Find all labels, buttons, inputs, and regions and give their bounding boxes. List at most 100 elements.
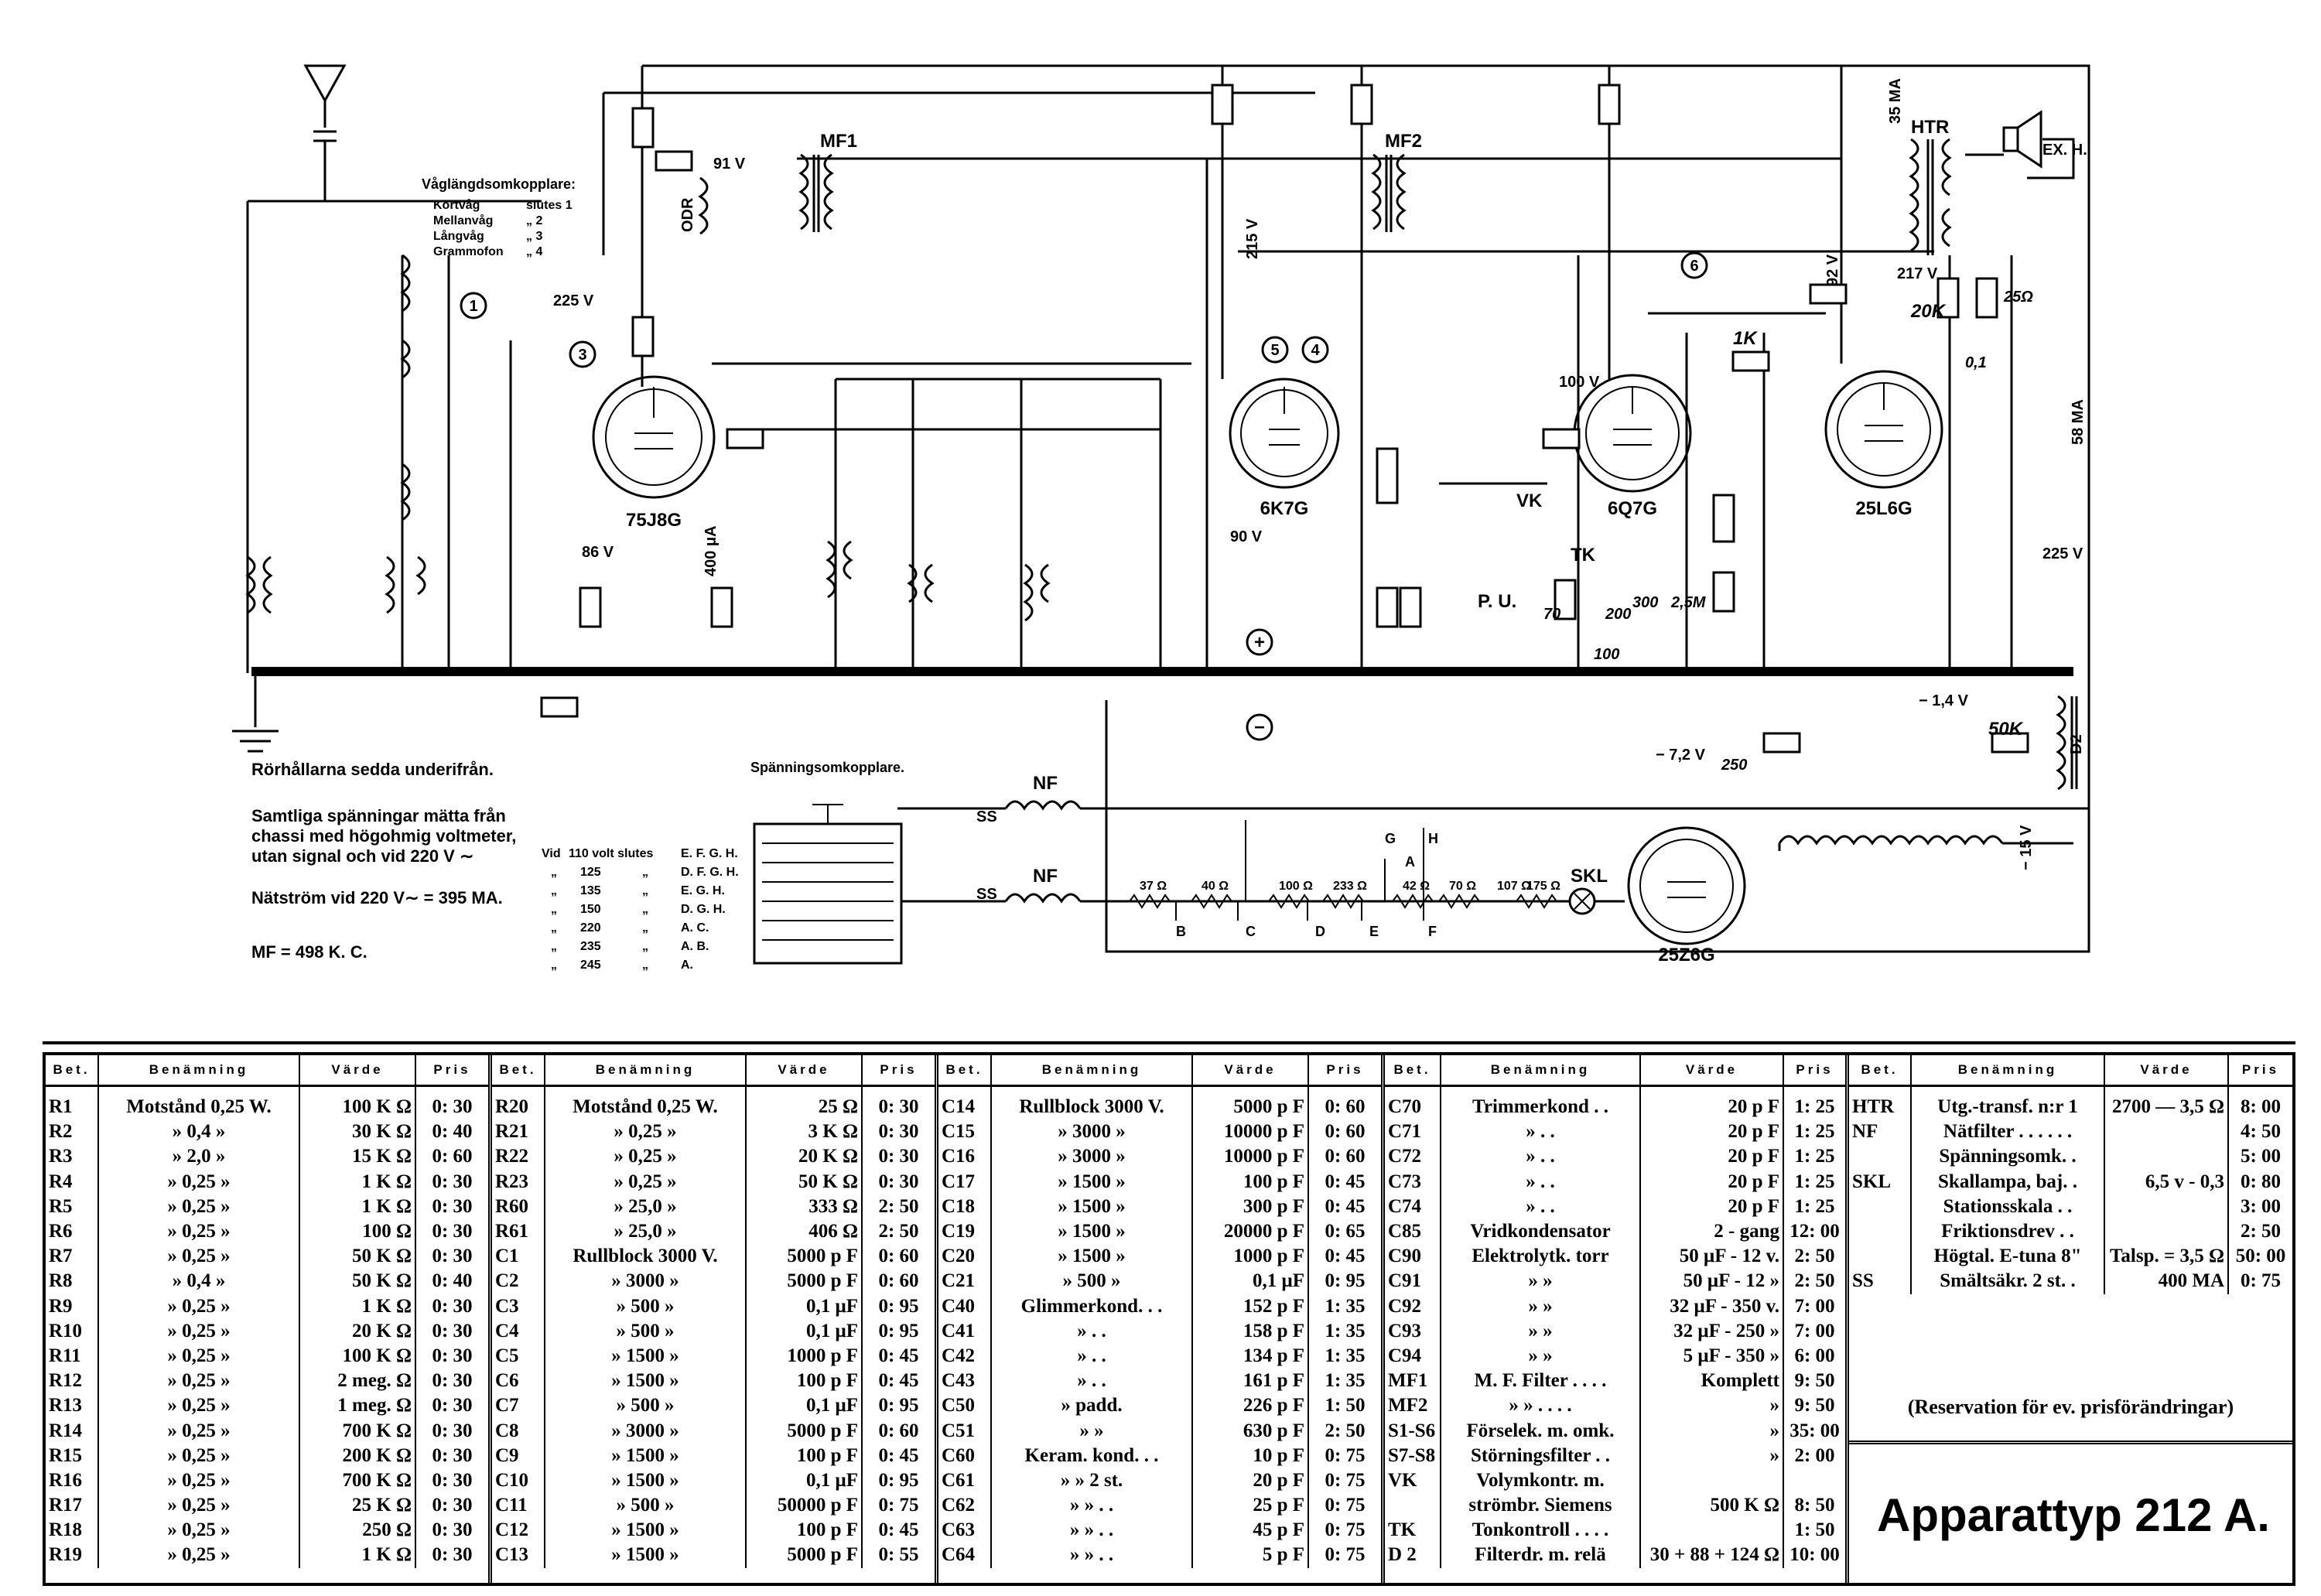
part-description: Skallampa, baj. . [1911,1169,2105,1194]
svg-text:EX. H.: EX. H. [2042,142,2087,159]
svg-text:SS: SS [976,886,997,903]
svg-text:MF = 498 K. C.: MF = 498 K. C. [251,942,367,962]
part-designation: R21 [492,1119,545,1145]
part-value: 152 p F [1192,1294,1309,1319]
part-value: 406 Ω [746,1218,863,1245]
part-price: 0: 30 [432,1420,473,1441]
mains-table-cell: E. G. H. [681,884,725,897]
part-designation: S1-S6 [1385,1418,1441,1444]
mains-table-cell: „ [642,884,648,897]
svg-text:Samtliga spänningar mätta från: Samtliga spänningar mätta från [251,806,506,825]
part-price: 0: 45 [878,1345,919,1366]
part-price: 0: 30 [878,1096,919,1118]
part-designation: C17 [938,1169,992,1194]
col-varde: Värde [2104,1055,2229,1087]
part-designation: C74 [1385,1194,1441,1219]
part-description: Spänningsomk. . [1911,1144,2105,1170]
part-price: 1: 25 [1794,1195,1835,1217]
coil-s2 [400,463,411,521]
part-value: 200 K Ω [299,1443,416,1468]
part-designation: VK [1385,1468,1441,1493]
part-description: » 0,25 » [98,1294,300,1319]
part-value: 10 p F [1192,1443,1309,1468]
part-description: » 0,25 » [98,1318,300,1344]
parts-row: MF2» » . . . .»9: 50 [1385,1393,1845,1419]
svg-text:20K: 20K [1910,301,1947,322]
part-description: » 500 » [991,1269,1193,1294]
tube-6q7g [1573,374,1692,493]
part-designation: R6 [46,1218,99,1245]
part-value: 400 MA [2104,1269,2229,1294]
part-designation: C7 [492,1393,545,1419]
svg-text:25Ω: 25Ω [2003,289,2033,306]
mains-table-cell: D. G. H. [681,903,726,916]
part-price: 7: 00 [1794,1295,1835,1317]
part-price: 12: 00 [1789,1221,1840,1242]
svg-text:slutes 1: slutes 1 [526,199,573,212]
plus-terminal [1246,628,1273,656]
part-description: » 3000 » [545,1418,747,1444]
mains-table-cell: D. F. G. H. [681,866,739,879]
part-designation: C85 [1385,1218,1441,1245]
col-pris: Pris [2228,1055,2292,1087]
svg-text:Nätström vid 220 V∼ = 395 MA.: Nätström vid 220 V∼ = 395 MA. [251,888,503,907]
part-designation: C42 [938,1343,992,1369]
svg-text:90 V: 90 V [1230,528,1263,545]
part-description: » 500 » [545,1294,747,1319]
ground-icon [232,672,279,753]
part-value: 20 K Ω [299,1318,416,1344]
tube-75j8g [592,375,716,499]
part-designation [1849,1144,1912,1170]
part-description: » 0,4 » [98,1269,300,1294]
mains-table-cell: „ [642,940,648,953]
svg-text:HTR: HTR [1911,117,1949,138]
part-price: 0: 45 [878,1519,919,1541]
part-description: » 0,25 » [98,1343,300,1369]
minus-label: − [1254,717,1265,738]
mains-table-cell: A. [681,959,693,972]
part-price: 0: 75 [2240,1270,2282,1292]
svg-text:Kortvåg: Kortvåg [433,198,480,212]
part-description: » . . [991,1318,1193,1344]
part-description: » 1500 » [545,1369,747,1394]
part-description: Rullblock 3000 V. [991,1085,1193,1120]
antenna-icon [303,64,347,201]
part-value: 20000 p F [1192,1218,1309,1245]
part-description: » 1500 » [545,1518,747,1543]
coil-s1 [245,555,273,614]
part-designation: C62 [938,1493,992,1519]
resistor-string-value: 100 Ω [1279,880,1313,893]
part-price: 0: 45 [878,1444,919,1466]
part-value: 6,5 v - 0,3 [2104,1169,2229,1194]
part-designation: C40 [938,1294,992,1319]
part-designation: C92 [1385,1294,1441,1319]
resistor-bodies [540,84,2029,754]
mains-table-cell: A. B. [681,940,709,953]
part-value: 3 K Ω [746,1119,863,1145]
part-value: 50 K Ω [746,1169,863,1194]
part-designation: C70 [1385,1085,1441,1120]
part-price: 0: 75 [1325,1495,1366,1516]
part-description: Stationsskala . . [1911,1194,2105,1219]
tap-letter: A [1405,854,1415,870]
col-benamning: Benämning [1911,1055,2105,1087]
part-designation: R60 [492,1194,545,1219]
col-benamning: Benämning [1441,1055,1641,1087]
part-value: 333 Ω [746,1194,863,1219]
part-price: 0: 30 [432,1444,473,1466]
part-value: 30 + 88 + 124 Ω [1640,1543,1784,1568]
